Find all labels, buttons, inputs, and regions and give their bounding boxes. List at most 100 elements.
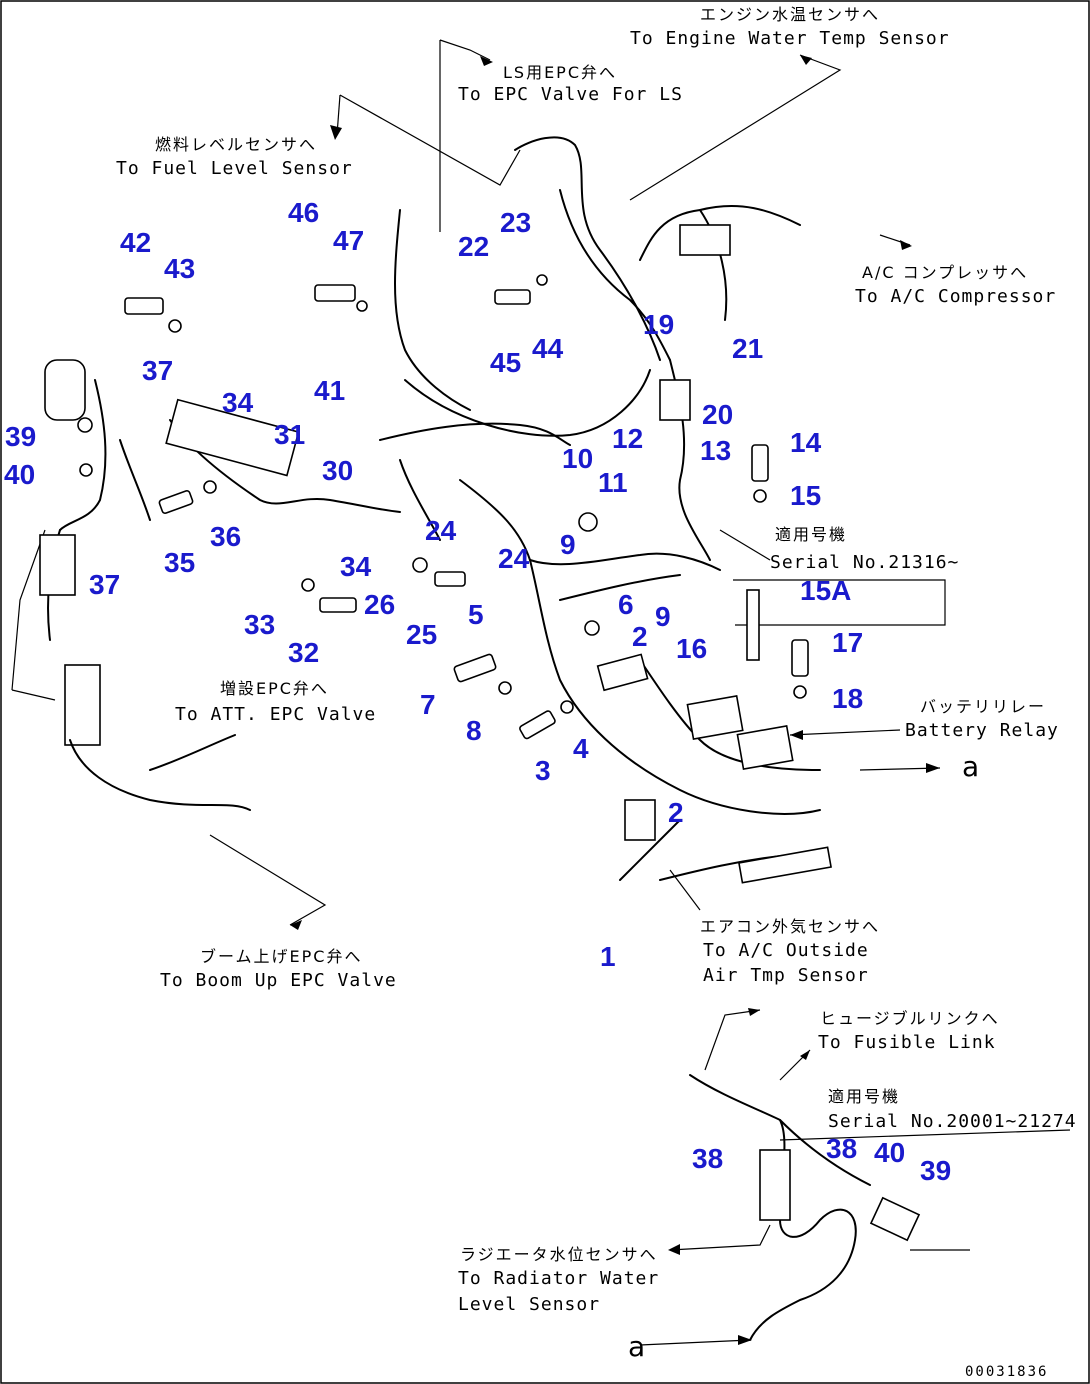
hardware-parts	[77, 224, 832, 884]
callout-34a: 34	[222, 387, 254, 418]
callout-35: 35	[164, 547, 195, 578]
callout-23: 23	[500, 207, 531, 238]
callout-7: 7	[420, 689, 436, 720]
svg-text:Level Sensor: Level Sensor	[458, 1294, 600, 1315]
callout-14: 14	[790, 427, 822, 458]
label-serial-21316: 適用号機 Serial No.21316~	[770, 525, 959, 573]
svg-text:To ATT. EPC Valve: To ATT. EPC Valve	[175, 704, 376, 725]
svg-text:To Boom Up EPC Valve: To Boom Up EPC Valve	[160, 970, 397, 991]
svg-text:To Fusible Link: To Fusible Link	[818, 1032, 996, 1053]
svg-text:適用号機: 適用号機	[828, 1087, 900, 1106]
callout-36: 36	[210, 521, 241, 552]
label-serial-20001: 適用号機 Serial No.20001~21274	[828, 1087, 1077, 1132]
callout-20: 20	[702, 399, 733, 430]
svg-text:Battery Relay: Battery Relay	[905, 720, 1059, 741]
svg-text:エアコン外気センサへ: エアコン外気センサへ	[700, 917, 880, 936]
arrows	[290, 55, 940, 1345]
connection-tag-a-upper: a	[962, 750, 979, 783]
callout-39b: 39	[920, 1155, 951, 1186]
left-harness	[39, 359, 251, 811]
callout-37b: 37	[89, 569, 120, 600]
callout-3: 3	[535, 755, 551, 786]
svg-text:To A/C Compressor: To A/C Compressor	[855, 286, 1056, 307]
label-fusible-link: ヒュージブルリンクへ To Fusible Link	[818, 1009, 1000, 1053]
callout-12: 12	[612, 423, 643, 454]
callout-6: 6	[618, 589, 634, 620]
callout-30: 30	[322, 455, 353, 486]
callout-18: 18	[832, 683, 863, 714]
svg-text:To Fuel Level Sensor: To Fuel Level Sensor	[116, 158, 353, 179]
svg-text:バッテリリレー: バッテリリレー	[920, 697, 1046, 716]
connection-tag-a-lower: a	[628, 1330, 645, 1363]
svg-text:To EPC Valve For LS: To EPC Valve For LS	[458, 84, 683, 105]
callout-32: 32	[288, 637, 319, 668]
callout-26: 26	[364, 589, 395, 620]
lower-right-harness	[689, 1074, 921, 1341]
callout-1: 1	[600, 941, 616, 972]
callout-33: 33	[244, 609, 275, 640]
svg-text:To Engine Water Temp Sensor: To Engine Water Temp Sensor	[630, 28, 950, 49]
label-fuel-level: 燃料レベルセンサへ To Fuel Level Sensor	[116, 135, 353, 179]
label-engine-water-temp: エンジン水温センサへ To Engine Water Temp Sensor	[630, 5, 950, 49]
svg-text:ラジエータ水位センサへ: ラジエータ水位センサへ	[460, 1245, 658, 1264]
callout-21: 21	[732, 333, 763, 364]
callout-34b: 34	[340, 551, 372, 582]
callout-41: 41	[314, 375, 345, 406]
svg-text:ヒュージブルリンクへ: ヒュージブルリンクへ	[820, 1009, 1000, 1028]
callout-16: 16	[676, 633, 707, 664]
callout-9b: 9	[655, 601, 671, 632]
callout-5: 5	[468, 599, 484, 630]
svg-text:To Radiator Water: To Radiator Water	[458, 1268, 659, 1289]
label-battery-relay: バッテリリレー Battery Relay	[905, 697, 1059, 741]
svg-text:Serial No.21316~: Serial No.21316~	[770, 552, 959, 573]
svg-text:燃料レベルセンサへ: 燃料レベルセンサへ	[155, 135, 317, 154]
callout-2b: 2	[668, 797, 684, 828]
label-ls-epc-valve: LS用EPC弁へ To EPC Valve For LS	[458, 63, 683, 105]
callout-15: 15	[790, 480, 821, 511]
drawing-number: 00031836	[965, 1364, 1048, 1380]
callout-10: 10	[562, 443, 593, 474]
callout-37a: 37	[142, 355, 173, 386]
callout-17: 17	[832, 627, 863, 658]
svg-text:To A/C Outside: To A/C Outside	[703, 940, 869, 961]
svg-text:LS用EPC弁へ: LS用EPC弁へ	[503, 63, 617, 82]
label-boom-up-epc: ブーム上げEPC弁へ To Boom Up EPC Valve	[160, 947, 397, 991]
svg-text:増設EPC弁へ: 増設EPC弁へ	[220, 679, 329, 698]
callout-24a: 24	[425, 515, 457, 546]
callout-38b: 38	[826, 1133, 857, 1164]
callout-15a: 15A	[800, 575, 851, 606]
callout-2a: 2	[632, 621, 648, 652]
callout-38a: 38	[692, 1143, 723, 1174]
callout-4: 4	[573, 733, 589, 764]
callout-13: 13	[700, 435, 731, 466]
callout-42: 42	[120, 227, 151, 258]
label-ac-compressor: A/C コンプレッサへ To A/C Compressor	[855, 263, 1056, 307]
callout-46: 46	[288, 197, 319, 228]
svg-text:適用号機: 適用号機	[775, 525, 847, 544]
callout-47: 47	[333, 225, 364, 256]
main-harness	[169, 136, 821, 881]
callout-25: 25	[406, 619, 437, 650]
callout-39a: 39	[5, 421, 36, 452]
callout-44: 44	[532, 333, 564, 364]
callout-11: 11	[598, 467, 628, 498]
callouts: 1 2 2 3 4 5 6 7 8 9 9 10 11 12 13 14 15 …	[4, 197, 951, 1186]
svg-text:ブーム上げEPC弁へ: ブーム上げEPC弁へ	[200, 947, 362, 966]
callout-45: 45	[490, 347, 521, 378]
svg-text:Air Tmp Sensor: Air Tmp Sensor	[703, 965, 869, 986]
callout-40a: 40	[4, 459, 35, 490]
callout-40b: 40	[874, 1137, 905, 1168]
svg-text:Serial No.20001~21274: Serial No.20001~21274	[828, 1111, 1077, 1132]
callout-24b: 24	[498, 543, 530, 574]
svg-text:A/C コンプレッサへ: A/C コンプレッサへ	[862, 263, 1028, 282]
label-att-epc: 増設EPC弁へ To ATT. EPC Valve	[175, 679, 376, 725]
callout-22: 22	[458, 231, 489, 262]
label-radiator-level: ラジエータ水位センサへ To Radiator Water Level Sens…	[458, 1245, 659, 1315]
callout-9a: 9	[560, 529, 576, 560]
label-ac-outside-air: エアコン外気センサへ To A/C Outside Air Tmp Sensor	[700, 917, 880, 986]
svg-text:エンジン水温センサへ: エンジン水温センサへ	[700, 5, 880, 24]
callout-19: 19	[643, 309, 674, 340]
